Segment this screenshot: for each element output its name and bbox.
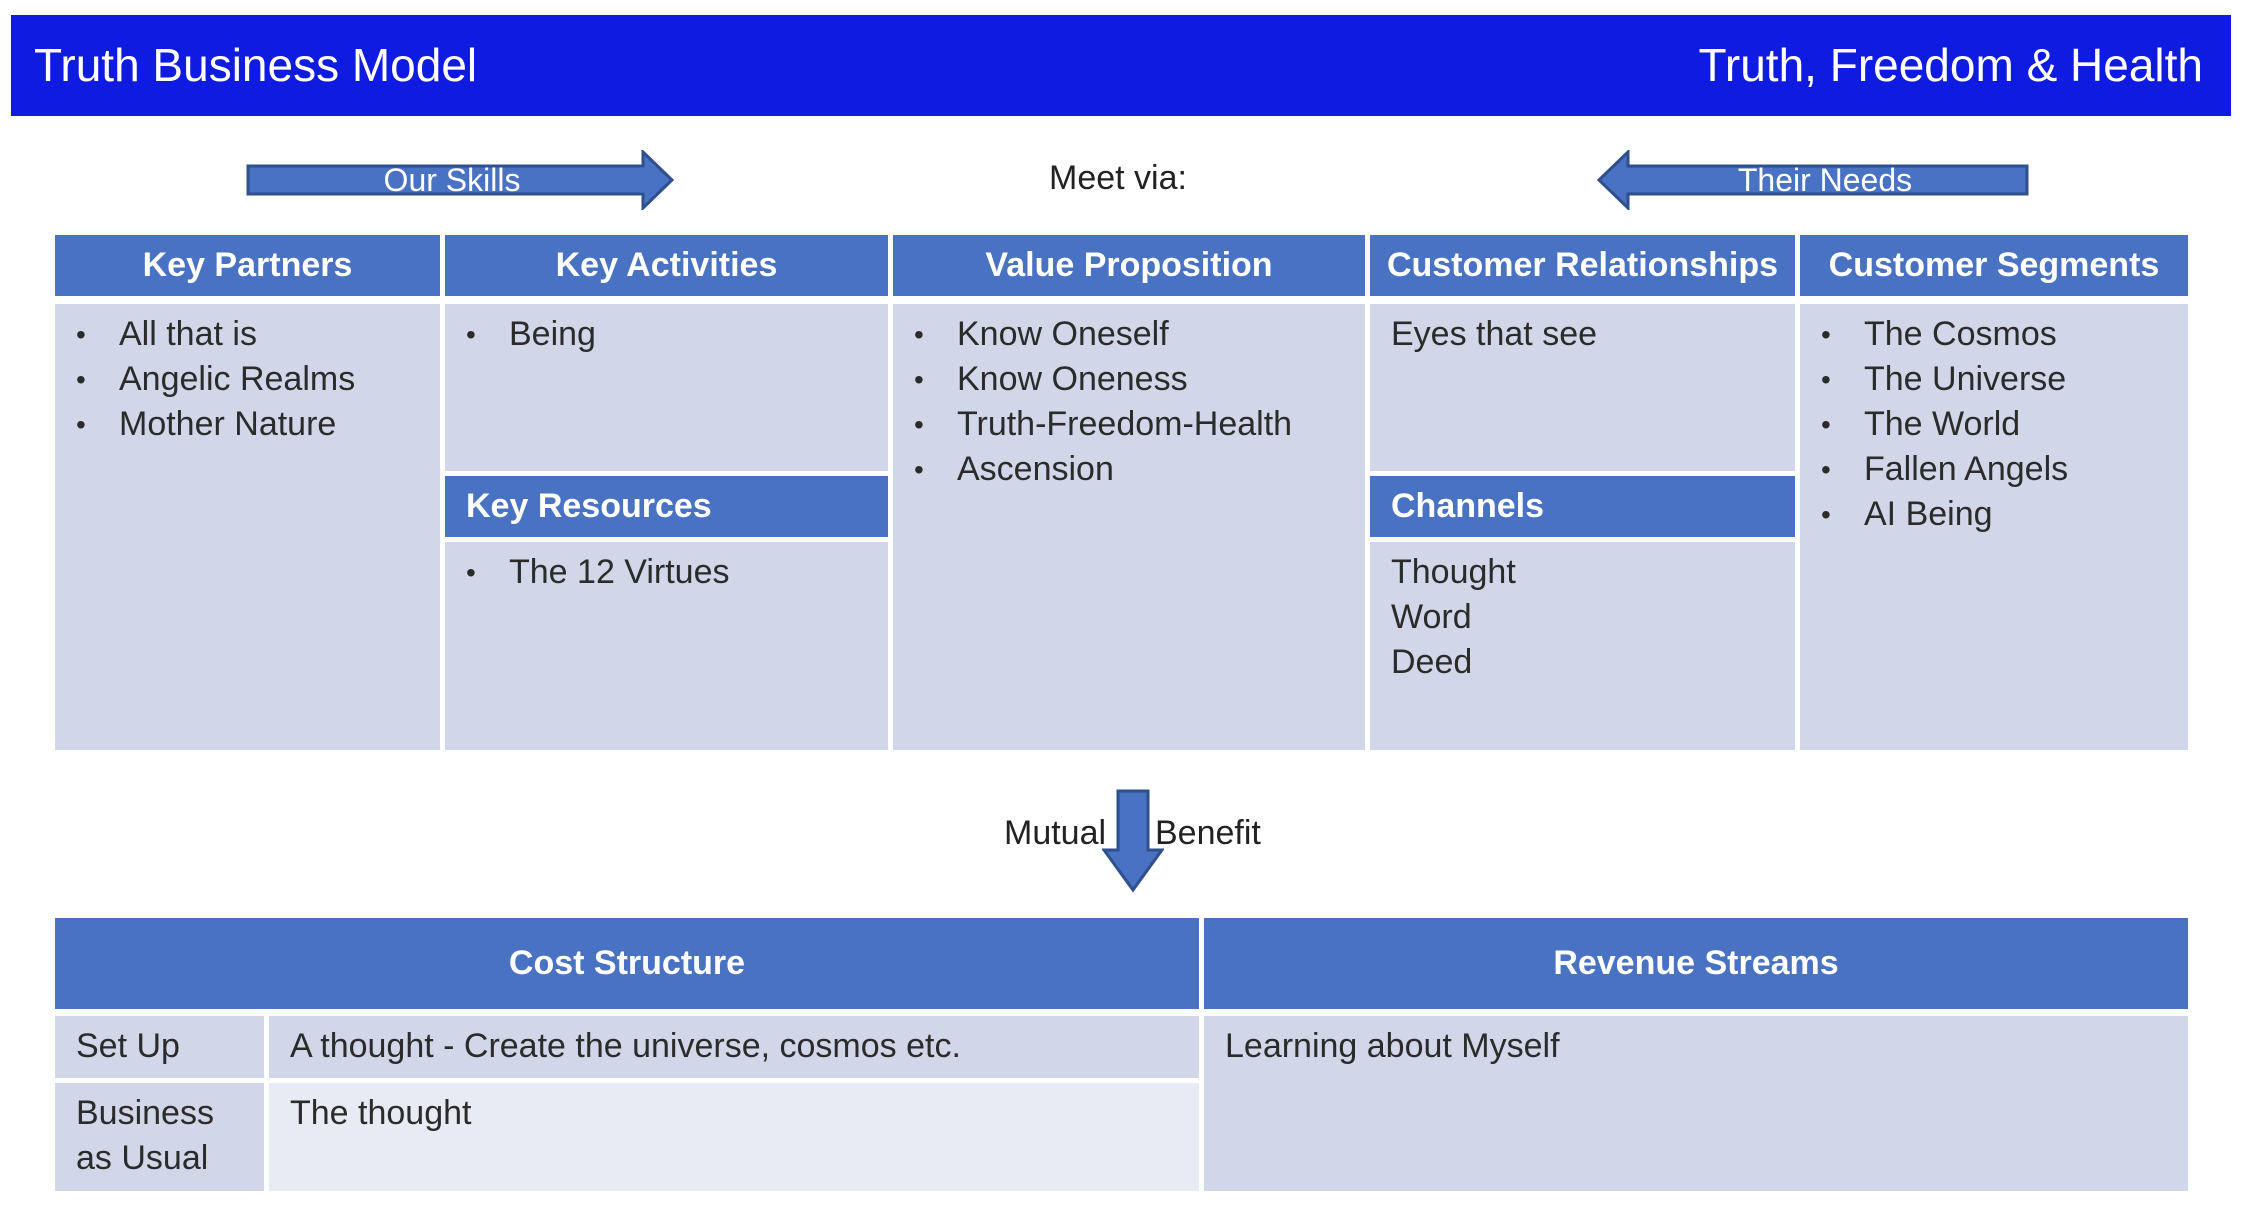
channel-line: Thought (1391, 553, 1516, 591)
customer-relationships-text: Eyes that see (1391, 315, 1598, 353)
cost-structure-title: Cost Structure (508, 944, 746, 982)
revenue-streams-title: Revenue Streams (1553, 944, 1839, 982)
key-activities-header: Key Activities (445, 235, 888, 296)
customer-segments-title: Customer Segments (1828, 246, 2160, 284)
list-item: All that is (55, 312, 440, 357)
channel-line: Word (1391, 598, 1472, 636)
value-proposition-title: Value Proposition (985, 246, 1273, 284)
our-skills-arrow-icon (246, 150, 675, 210)
their-needs-label: Their Needs (1737, 162, 1913, 198)
title-banner: Truth Business Model Truth, Freedom & He… (11, 15, 2231, 116)
value-proposition-header: Value Proposition (893, 235, 1365, 296)
key-resources-title: Key Resources (466, 487, 712, 525)
business-as-usual-phase-cell: Business as Usual (55, 1083, 264, 1191)
revenue-streams-header: Revenue Streams (1204, 918, 2188, 1009)
key-resources-header: Key Resources (445, 476, 888, 537)
list-item: Being (445, 312, 888, 357)
our-skills-label: Our Skills (383, 162, 521, 198)
list-item: Truth-Freedom-Health (893, 402, 1365, 447)
key-resources-list: The 12 Virtues (445, 550, 888, 595)
page-tagline: Truth, Freedom & Health (1698, 39, 2204, 91)
key-partners-title: Key Partners (142, 246, 353, 284)
setup-phase-cell: Set Up (55, 1016, 264, 1078)
key-partners-body: All that is Angelic Realms Mother Nature (55, 304, 440, 750)
channels-body: Thought Word Deed (1370, 542, 1795, 750)
key-activities-title: Key Activities (555, 246, 778, 284)
list-item: Ascension (893, 447, 1365, 492)
setup-value-cell: A thought - Create the universe, cosmos … (269, 1016, 1199, 1078)
business-as-usual-line: as Usual (76, 1139, 209, 1177)
page-title: Truth Business Model (34, 39, 478, 91)
setup-value-text: A thought - Create the universe, cosmos … (290, 1027, 961, 1065)
key-activities-body: Being (445, 304, 888, 471)
revenue-streams-body: Learning about Myself (1204, 1016, 2188, 1191)
customer-segments-header: Customer Segments (1800, 235, 2188, 296)
list-item: Mother Nature (55, 402, 440, 447)
list-item: Know Oneness (893, 357, 1365, 402)
business-as-usual-value-cell: The thought (269, 1083, 1199, 1191)
list-item: AI Being (1800, 492, 2188, 537)
customer-segments-list: The Cosmos The Universe The World Fallen… (1800, 312, 2188, 537)
channels-header: Channels (1370, 476, 1795, 537)
key-partners-list: All that is Angelic Realms Mother Nature (55, 312, 440, 447)
channel-line: Deed (1391, 643, 1473, 681)
mutual-benefit-arrow-icon (1102, 789, 1164, 893)
list-item: Fallen Angels (1800, 447, 2188, 492)
business-as-usual-value-text: The thought (290, 1094, 472, 1132)
customer-relationships-header: Customer Relationships (1370, 235, 1795, 296)
cost-structure-header: Cost Structure (55, 918, 1199, 1009)
key-resources-body: The 12 Virtues (445, 542, 888, 750)
customer-relationships-title: Customer Relationships (1386, 246, 1779, 284)
value-proposition-list: Know Oneself Know Oneness Truth-Freedom-… (893, 312, 1365, 492)
meet-via-label: Meet via: (1049, 159, 1187, 197)
their-needs-arrow-icon (1597, 150, 2029, 210)
mutual-label: Mutual (1004, 814, 1107, 852)
list-item: The Cosmos (1800, 312, 2188, 357)
list-item: Know Oneself (893, 312, 1365, 357)
channels-title: Channels (1391, 487, 1545, 525)
setup-phase-label: Set Up (76, 1027, 180, 1065)
customer-segments-body: The Cosmos The Universe The World Fallen… (1800, 304, 2188, 750)
customer-relationships-body: Eyes that see (1370, 304, 1795, 471)
list-item: The World (1800, 402, 2188, 447)
key-activities-list: Being (445, 312, 888, 357)
list-item: The Universe (1800, 357, 2188, 402)
value-proposition-body: Know Oneself Know Oneness Truth-Freedom-… (893, 304, 1365, 750)
business-as-usual-line: Business (76, 1094, 214, 1132)
benefit-label: Benefit (1155, 814, 1261, 852)
revenue-streams-text: Learning about Myself (1225, 1027, 1560, 1065)
list-item: The 12 Virtues (445, 550, 888, 595)
list-item: Angelic Realms (55, 357, 440, 402)
key-partners-header: Key Partners (55, 235, 440, 296)
